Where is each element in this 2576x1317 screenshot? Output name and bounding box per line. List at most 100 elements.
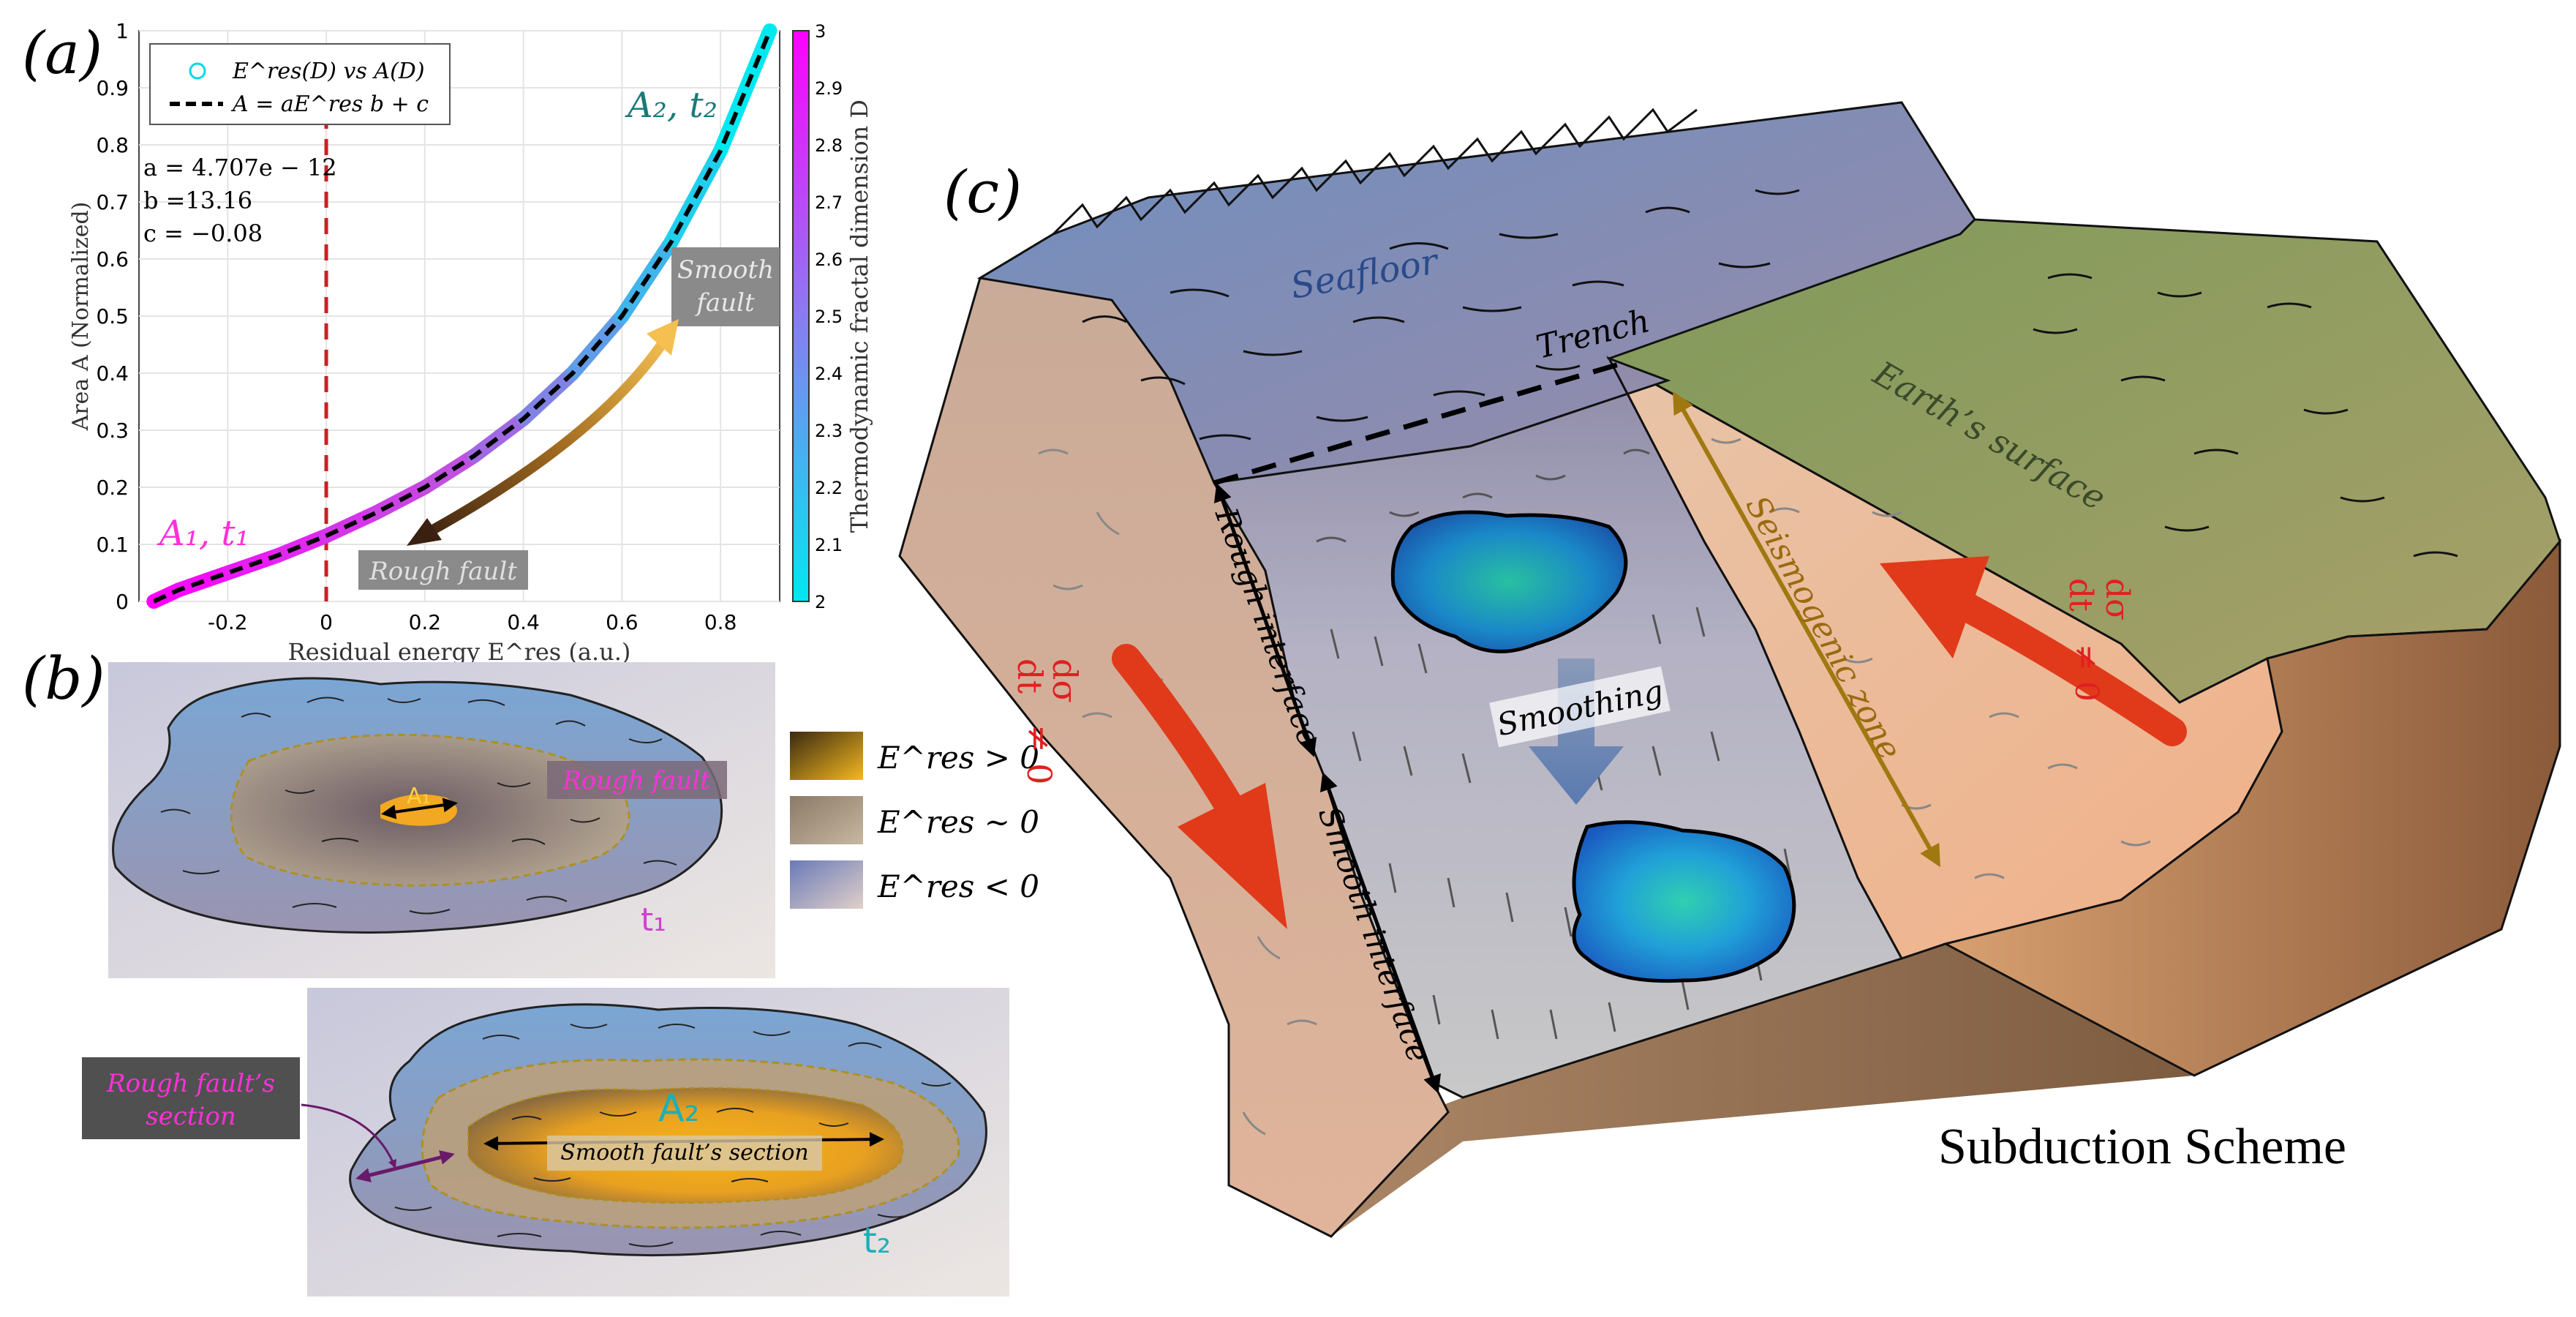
trench-line xyxy=(1213,360,1624,486)
colorbar-tick-label: 3 xyxy=(815,21,826,42)
scatter-point xyxy=(417,449,482,495)
y-tick-label: 0.2 xyxy=(96,476,129,500)
y-tick-label: 0.5 xyxy=(96,304,129,329)
legend-scatter-marker xyxy=(189,62,206,80)
y-tick-label: 0.9 xyxy=(96,76,129,100)
left-neq: ≠ 0 xyxy=(1020,724,1059,784)
panel-c: (c) Seafloor Earth’s surface Trench xyxy=(898,101,2561,1238)
left-dsigma-den: dt xyxy=(1010,658,1050,694)
fit-line xyxy=(152,29,772,604)
panel-b-label: (b) xyxy=(22,645,105,713)
rough-fault-box xyxy=(358,550,528,590)
colorbar-tick-label: 2.2 xyxy=(815,478,843,498)
t1-label: t₁ xyxy=(641,901,666,939)
axis-ticks: 0 0.1 0.2 0.3 0.4 0.5 0.6 0.7 0.8 0.9 1 -0.2 0 0.2 0.4… xyxy=(96,19,737,634)
rough-section-line1: Rough fault’s xyxy=(106,1069,275,1098)
y-tick-label: 0.8 xyxy=(96,133,129,157)
scatter-point xyxy=(467,411,531,464)
right-dsigma-num: dσ xyxy=(2098,578,2136,620)
fault-t1-texture xyxy=(160,697,677,915)
x-axis-label: Residual energy E^res (a.u.) xyxy=(288,638,631,666)
x-tick-label: 0.6 xyxy=(606,610,639,634)
left-stress-arrow-head xyxy=(1178,783,1287,929)
transition-arrow-head-top xyxy=(647,319,679,356)
colorbar-tick-label: 2.9 xyxy=(815,78,843,99)
annotation-a2-t2: A₂, t₂ xyxy=(625,85,718,126)
panel-c-label: (c) xyxy=(944,158,1022,226)
rough-fault-label: Rough fault xyxy=(369,557,517,586)
colorbar-ticks: 2 2.1 2.2 2.3 2.4 2.5 2.6 2.7 2.8 2.9 3 xyxy=(815,21,843,612)
y-tick-label: 0.4 xyxy=(96,361,129,386)
rough-section-arrow xyxy=(355,1150,455,1182)
seismogenic-arrow xyxy=(1673,391,1940,868)
colorbar-tick-label: 2.1 xyxy=(815,535,843,555)
colorbar-tick-label: 2.5 xyxy=(815,307,843,327)
y-axis-label: Area A (Normalized) xyxy=(68,202,94,432)
x-tick-label: 0.2 xyxy=(409,610,442,634)
y-tick-label: 0.1 xyxy=(96,533,129,557)
legend-zero-label: E^res ∼ 0 xyxy=(877,804,1039,840)
rough-section-leader xyxy=(301,1103,396,1169)
x-tick-label: -0.2 xyxy=(208,610,248,634)
colorbar-tick-label: 2.4 xyxy=(815,364,843,384)
fault-t1-a1-label: A₁ xyxy=(407,784,431,809)
right-stress-arrow xyxy=(1953,593,2187,746)
right-dsigma-den: dt xyxy=(2062,578,2099,612)
fault-t1-a1-arrow xyxy=(381,798,458,819)
fit-param-c: c = −0.08 xyxy=(143,220,263,247)
right-neq: ≠ 0 xyxy=(2068,644,2105,702)
rough-section-box xyxy=(82,1057,300,1139)
colorbar-tick-label: 2.3 xyxy=(815,421,843,441)
colorbar-tick-label: 2.8 xyxy=(815,135,843,156)
legend-pos-label: E^res > 0 xyxy=(877,740,1039,776)
smoothing-arrow xyxy=(1529,658,1624,805)
legend-neg-label: E^res < 0 xyxy=(877,868,1039,904)
transition-arrow xyxy=(415,334,671,543)
smooth-fault-box xyxy=(671,247,780,326)
colorbar-tick-label: 2.6 xyxy=(815,249,843,270)
earth-texture xyxy=(2033,273,2458,558)
subduction-title: Subduction Scheme xyxy=(1938,1119,2346,1175)
legend-pos-swatch xyxy=(790,732,863,780)
legend-scatter-label: E^res(D) vs A(D) xyxy=(232,59,425,84)
y-tick-label: 0.3 xyxy=(96,419,129,443)
legend-fit-label: A = aE^res b + c xyxy=(230,91,429,117)
x-tick-label: 0.4 xyxy=(507,610,540,634)
x-tick-label: 0 xyxy=(320,610,333,634)
rough-fault-tag: Rough fault xyxy=(562,766,710,795)
smooth-section-label: Smooth fault’s section xyxy=(560,1140,808,1166)
fault-t2-texture xyxy=(394,1024,952,1247)
rough-interface-arrow xyxy=(1213,483,1317,757)
x-tick-label: 0.8 xyxy=(704,610,737,634)
colorbar xyxy=(792,30,810,602)
y-tick-label: 0 xyxy=(116,590,129,614)
y-tick-label: 1 xyxy=(116,19,129,43)
left-stress-arrow xyxy=(1112,644,1243,819)
smooth-interface-arrow xyxy=(1320,772,1441,1094)
annotation-a1-t1: A₁, t₁ xyxy=(157,513,249,554)
left-dsigma-num: dσ xyxy=(1045,658,1085,703)
seafloor-texture xyxy=(1082,189,1800,440)
fit-param-a: a = 4.707e − 12 xyxy=(143,154,337,181)
chart-legend xyxy=(149,43,451,125)
colorbar-tick-label: 2 xyxy=(815,592,826,612)
panel-b: (b) A₁ Rough fault t₁ E^res > 0 E^res ∼ … xyxy=(22,645,1039,1297)
panel-a-label: (a) xyxy=(22,19,102,87)
panel-a: (a) 0 0.1 0.2 0.3 0.4 0.5 0.6 0.7 0.8 0.9 1 -0.2 0 0.… xyxy=(22,19,873,666)
rough-fault-tag-box xyxy=(547,761,727,799)
t2-label: t₂ xyxy=(863,1220,891,1261)
scatter-point xyxy=(713,23,777,158)
front-right-face xyxy=(1942,538,2561,1077)
smooth-fault-line1: Smooth xyxy=(677,255,774,285)
colorbar-label: Thermodynamic fractal dimension D xyxy=(846,100,873,533)
smooth-section-box xyxy=(547,1136,822,1171)
legend-zero-swatch xyxy=(790,796,863,844)
scatter-point xyxy=(516,366,580,427)
seafloor-top-edge xyxy=(1052,108,1698,236)
fit-param-b: b =13.16 xyxy=(143,187,252,214)
colorbar-tick-label: 2.7 xyxy=(815,192,843,213)
transition-arrow-head-bottom xyxy=(407,518,442,546)
fault-t2-a2-label: A₂ xyxy=(658,1087,699,1130)
right-stress-arrow-head xyxy=(1880,556,1989,658)
y-tick-label: 0.7 xyxy=(96,190,129,214)
